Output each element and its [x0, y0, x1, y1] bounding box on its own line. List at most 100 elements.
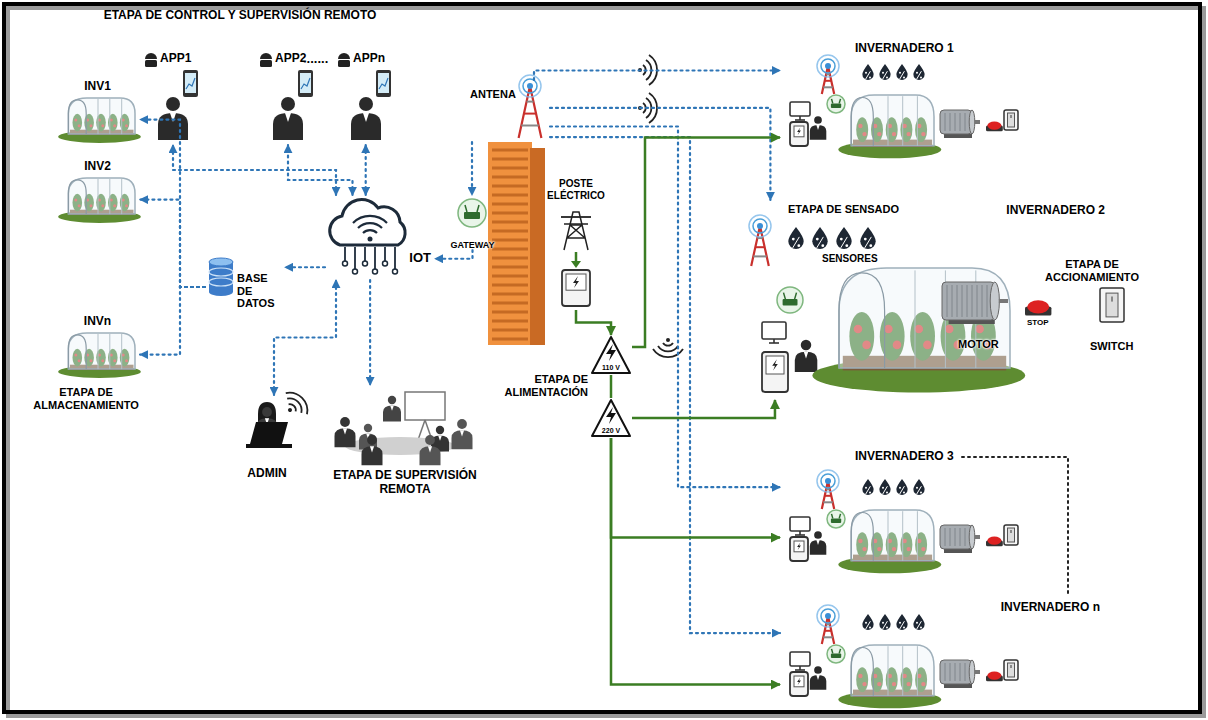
meter-box	[762, 352, 788, 392]
electric-meter	[762, 352, 788, 392]
percent-dot	[797, 244, 800, 247]
data-link	[435, 250, 473, 259]
greenhouse-rib	[109, 179, 110, 214]
motor-fin	[967, 285, 968, 317]
frame-shadow	[8, 8, 1204, 716]
data-link	[369, 280, 371, 385]
power-line	[576, 310, 611, 335]
pylon-arm	[561, 216, 591, 218]
greenhouse-rib	[917, 96, 918, 146]
diagram-title: ETAPA DE CONTROL Y SUPERVISIÓN REMOTO	[95, 8, 385, 22]
person-body	[335, 428, 356, 447]
phone-icon	[376, 70, 391, 97]
part-label: STOP	[1027, 318, 1049, 327]
motor-base	[944, 134, 972, 138]
sensor-drop	[862, 64, 873, 80]
greenhouse-rib	[121, 334, 122, 369]
circuit-pad	[343, 261, 348, 266]
greenhouse-cover	[68, 98, 135, 134]
node-text: INVERNADERO 3	[855, 450, 954, 464]
router-body	[831, 518, 841, 523]
greenhouse-arch	[851, 98, 873, 146]
motor-fin	[960, 663, 961, 681]
person-collar	[816, 540, 819, 545]
building-window-row	[492, 338, 528, 341]
motor-cap	[969, 110, 975, 134]
tower-bar	[823, 636, 832, 638]
motor-cap	[990, 282, 999, 320]
database-icon	[209, 258, 233, 296]
antenna-tower	[519, 75, 542, 138]
motor-base	[944, 549, 972, 553]
tower-top	[527, 83, 533, 89]
percent-slash	[883, 621, 888, 629]
monitor-icon	[790, 652, 810, 670]
person-body	[420, 446, 441, 465]
iot-cloud: IOT	[325, 195, 435, 280]
triangle-bolt	[606, 344, 616, 361]
tower-bar	[823, 501, 832, 503]
meter-bolt	[573, 276, 579, 288]
tower-bar	[753, 255, 766, 257]
greenhouse-icon	[58, 98, 141, 143]
tower-top	[825, 613, 831, 619]
greenhouse-rib	[902, 646, 903, 696]
sensor-drop	[862, 479, 873, 495]
motor-icon	[940, 110, 980, 138]
signal-symbol	[278, 387, 313, 422]
greenhouse-icon	[58, 333, 141, 378]
antenna: ANTENA	[470, 80, 550, 142]
greenhouse-site: INVERNADERO 2	[740, 200, 1120, 400]
motor-fin	[960, 528, 961, 546]
cloud-wifi-arc	[358, 223, 382, 228]
gateway: GATEWAY	[445, 195, 500, 250]
drop-shape	[879, 479, 890, 495]
tower-ring	[523, 79, 537, 93]
data-link	[140, 120, 205, 287]
person-body	[810, 675, 827, 690]
person-body	[273, 113, 303, 140]
gateway-icon	[827, 95, 845, 113]
db-band	[209, 268, 233, 276]
cloud-outline	[330, 200, 405, 245]
motor-fin	[952, 285, 953, 317]
cloud-wifi-arc	[363, 230, 377, 233]
greenhouse-arch	[68, 180, 86, 214]
frame	[4, 4, 1200, 712]
person-collar	[343, 428, 347, 434]
percent-dot	[864, 238, 867, 241]
tower-bar	[521, 125, 538, 127]
percent-dot	[899, 72, 901, 74]
gateway-disc	[827, 95, 845, 113]
tower-top	[825, 63, 831, 69]
tower-ring	[817, 605, 839, 627]
node-text: INVERNADERO n	[1001, 601, 1100, 615]
stage-label: ETAPA DE SENSADO	[788, 203, 899, 216]
percent-dot	[882, 622, 884, 624]
sensor-drop	[836, 227, 851, 249]
building-window-row	[492, 221, 528, 224]
data-link	[288, 145, 353, 195]
building-window-row	[492, 176, 528, 179]
person-head	[814, 116, 822, 124]
percent-slash	[841, 237, 848, 248]
monitor-icon	[762, 322, 786, 343]
part-label: SENSORES	[822, 253, 878, 265]
percent-dot	[865, 622, 867, 624]
tower-bar	[527, 101, 534, 103]
meter-box	[790, 537, 808, 561]
building-window-row	[492, 167, 528, 170]
node-text: 220 V	[602, 427, 620, 435]
node-text: INV2	[84, 160, 111, 174]
continuation-line	[962, 457, 1068, 596]
phone-body	[298, 70, 313, 97]
meter-bolt	[797, 542, 801, 550]
warning-triangle: 110 V	[590, 335, 632, 375]
meter-box	[790, 672, 808, 696]
motor-cap	[969, 660, 975, 684]
person-head	[359, 97, 373, 111]
greenhouse-icon	[838, 95, 941, 158]
drop-shape	[862, 614, 873, 630]
motor-fin	[960, 113, 961, 131]
building-window-row	[492, 266, 528, 269]
